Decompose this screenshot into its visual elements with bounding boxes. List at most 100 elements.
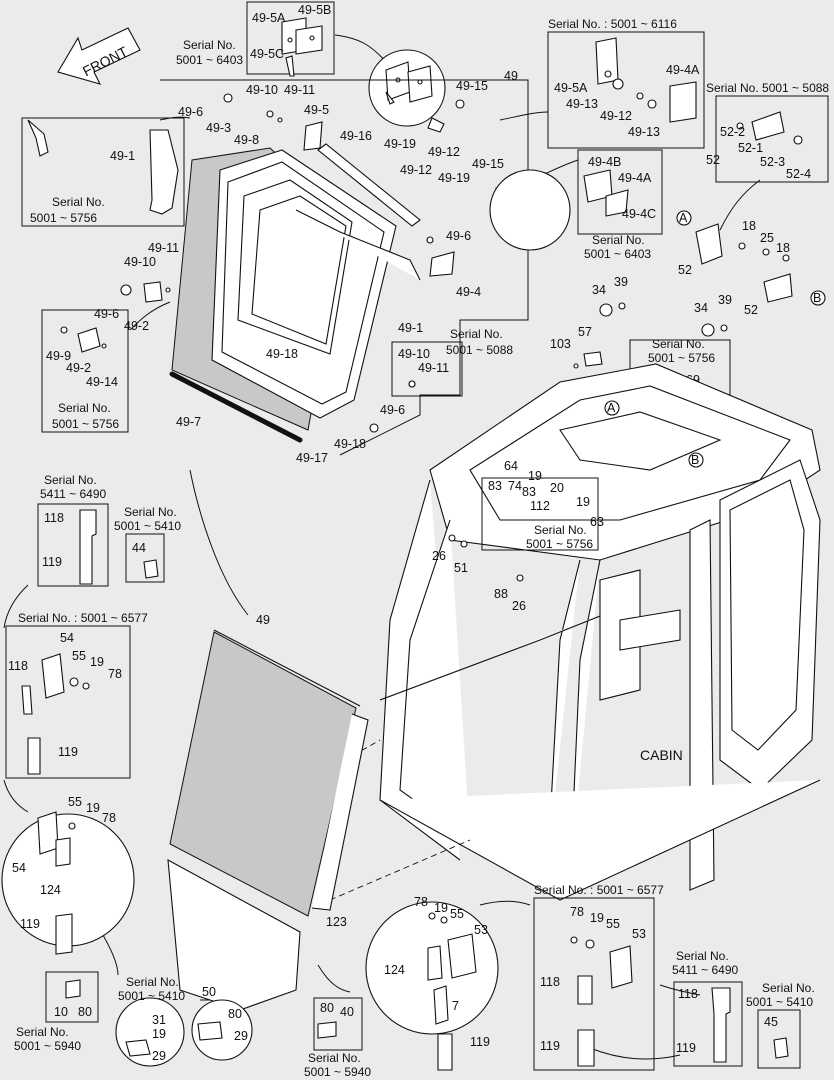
label-55d: 55	[606, 917, 620, 931]
serial-box-49-2	[41, 309, 129, 433]
serial-5001-5088-mid-1: Serial No.	[450, 327, 503, 341]
label-49-12c: 49-12	[600, 109, 632, 123]
label-49-7: 49-7	[176, 415, 201, 429]
serial-5001-5940-b-2: 5001 ~ 5940	[304, 1065, 371, 1079]
label-49-2b: 49-2	[66, 361, 91, 375]
serial-box-roof-hatch	[481, 477, 599, 551]
label-20: 20	[550, 481, 564, 495]
serial-5001-5940-a-1: Serial No.	[16, 1025, 69, 1039]
label-34a: 34	[592, 283, 606, 297]
label-49-13a: 49-13	[566, 97, 598, 111]
label-39b: 39	[718, 293, 732, 307]
serial-5001-5756-mid-2: 5001 ~ 5756	[648, 351, 715, 365]
label-49-12b: 49-12	[400, 163, 432, 177]
hinge-49-5-group: 49-5A 49-5B 49-5C Serial No. 5001 ~ 6403	[176, 1, 335, 77]
serial-box-118-r	[673, 981, 743, 1067]
label-103: 103	[550, 337, 571, 351]
label-49-14: 49-14	[86, 375, 118, 389]
serial-5001-5410-1: Serial No.	[124, 505, 177, 519]
label-78a: 78	[108, 667, 122, 681]
serial-5001-5756-roof-1: Serial No.	[534, 523, 587, 537]
label-80b: 80	[78, 1005, 92, 1019]
detail-latch-circle-left: 55 19 78 54 124 119	[1, 795, 135, 955]
serial-box-6403-b	[577, 149, 663, 235]
bottom-left-parts: 10 80 Serial No. 5001 ~ 5940 Serial No. …	[14, 971, 371, 1079]
roof-parts: 34 39 34 39 57 103 Serial No. 5001 ~ 575…	[550, 275, 732, 437]
label-88: 88	[494, 587, 508, 601]
serial-5001-5940-b-1: Serial No.	[308, 1051, 361, 1065]
label-49-15b: 49-15	[472, 157, 504, 171]
label-49-15a: 49-15	[456, 79, 488, 93]
label-49-18a: 49-18	[266, 347, 298, 361]
label-45: 45	[764, 1015, 778, 1029]
label-19f: 19	[434, 901, 448, 915]
label-49-4A-b: 49-4A	[618, 171, 652, 185]
label-78b: 78	[102, 811, 116, 825]
label-49-4B: 49-4B	[588, 155, 621, 169]
label-119c: 119	[20, 917, 40, 931]
label-49-4: 49-4	[456, 285, 481, 299]
label-49-11a: 49-11	[284, 83, 315, 97]
serial-5001-6577-l: Serial No. : 5001 ~ 6577	[18, 611, 148, 625]
detail-5001-6403-b: 49-4B 49-4A 49-4C Serial No. 5001 ~ 6403	[489, 149, 663, 261]
label-118a: 118	[44, 511, 64, 525]
label-49-6d: 49-6	[380, 403, 405, 417]
serial-5411-6490-2: 5411 ~ 6490	[40, 487, 107, 501]
box-80-40	[313, 997, 363, 1051]
label-49-13b: 49-13	[628, 125, 660, 139]
serial-box-44	[125, 533, 165, 583]
label-119f: 119	[676, 1041, 696, 1055]
label-119b: 119	[58, 745, 78, 759]
front-arrow: FRONT	[57, 27, 141, 85]
serial-5001-6403-a-2: 5001 ~ 6403	[176, 53, 243, 67]
serial-5001-5410-b-2: 5001 ~ 5410	[118, 989, 185, 1003]
label-54a: 54	[60, 631, 74, 645]
serial-5001-6116: Serial No. : 5001 ~ 6116	[548, 17, 677, 31]
label-49-5A-b: 49-5A	[554, 81, 588, 95]
label-52-1: 52-1	[738, 141, 763, 155]
label-64: 64	[504, 459, 518, 473]
label-19d: 19	[86, 801, 100, 815]
label-19b: 19	[576, 495, 590, 509]
marker-a-roof: A	[607, 401, 616, 415]
bracket-52: A B 18 25 18 52 52	[676, 210, 826, 317]
serial-5001-6403-b-1: Serial No.	[592, 233, 645, 247]
label-112: 112	[530, 499, 550, 513]
label-119e: 119	[540, 1039, 560, 1053]
serial-5001-5756-l2-1: Serial No.	[58, 401, 111, 415]
label-19a: 19	[528, 469, 542, 483]
serial-5411-6490-1: Serial No.	[44, 473, 97, 487]
upper-window-assembly: 49 49-15 49-10 49-11 49-6 49-5 49-3 49-8…	[94, 69, 535, 465]
serial-5001-5756-left-2: 5001 ~ 5756	[30, 211, 97, 225]
door-lower: 49 123 50	[167, 613, 369, 1011]
label-49-2a: 49-2	[124, 319, 149, 333]
label-55a: 55	[72, 649, 86, 663]
label-49-5A-a: 49-5A	[252, 11, 286, 25]
label-49-19b: 49-19	[438, 171, 470, 185]
label-49-8: 49-8	[234, 133, 259, 147]
label-18b: 18	[776, 241, 790, 255]
detail-latch-left: Serial No. : 5001 ~ 6577 54 55 19 78 118…	[5, 611, 148, 779]
serial-5411-6490-r-2: 5411 ~ 6490	[672, 963, 739, 977]
label-49-1b: 49-1	[398, 321, 423, 335]
label-49-4A-a: 49-4A	[666, 63, 700, 77]
label-26b: 26	[512, 599, 526, 613]
label-49-11b: 49-11	[148, 241, 179, 255]
label-78d: 78	[570, 905, 584, 919]
label-49-6b: 49-6	[446, 229, 471, 243]
detail-latch-right: Serial No. : 5001 ~ 6577 78 19 55 53 118…	[533, 883, 664, 1071]
label-52c: 52	[744, 303, 758, 317]
label-25: 25	[760, 231, 774, 245]
serial-box-45	[757, 1009, 801, 1069]
label-49b: 49	[256, 613, 270, 627]
serial-5001-5940-a-2: 5001 ~ 5940	[14, 1039, 81, 1053]
label-49-19a: 49-19	[384, 137, 416, 151]
label-18a: 18	[742, 219, 756, 233]
label-49-10c: 49-10	[398, 347, 430, 361]
label-49-5C: 49-5C	[250, 47, 284, 61]
serial-5001-5410-2: 5001 ~ 5410	[114, 519, 181, 533]
label-49-5: 49-5	[304, 103, 329, 117]
serial-box-6577-r	[533, 897, 655, 1071]
label-39a: 39	[614, 275, 628, 289]
